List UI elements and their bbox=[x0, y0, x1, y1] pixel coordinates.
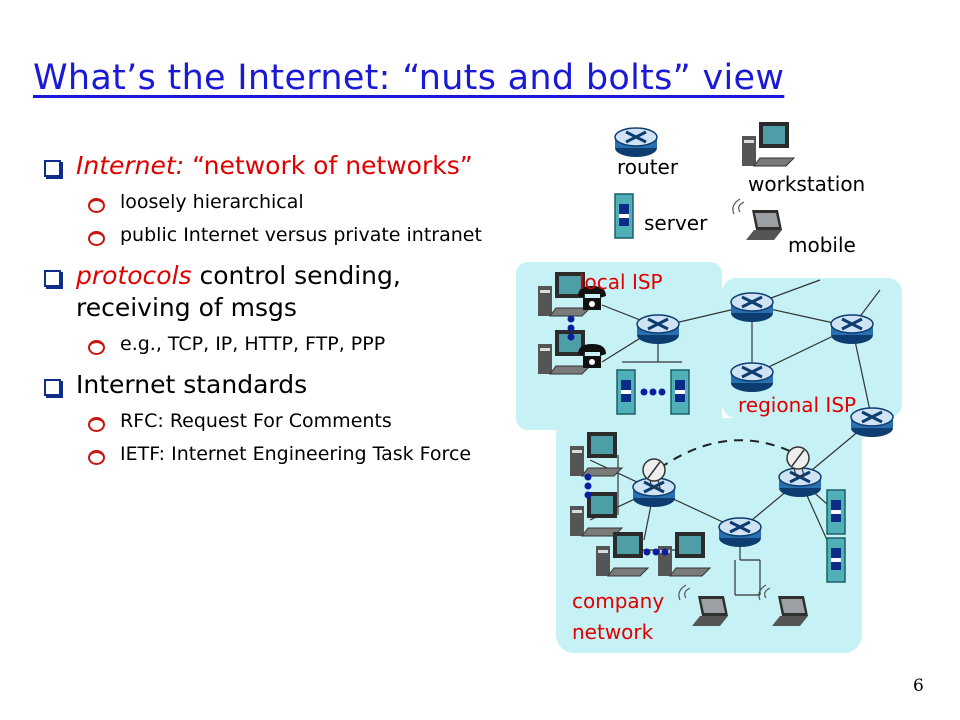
sub-bullet-text: IETF: Internet Engineering Task Force bbox=[120, 443, 472, 465]
server-icon bbox=[826, 537, 846, 583]
bullet-protocols-text: control sending, receiving of msgs bbox=[76, 261, 401, 322]
sub-bullet: loosely hierarchical bbox=[44, 190, 514, 215]
ellipsis-dots bbox=[567, 315, 669, 556]
server-icon bbox=[616, 369, 636, 415]
router-icon bbox=[829, 313, 875, 346]
bullet-list: Internet: “network of networks” loosely … bbox=[44, 150, 514, 475]
server-icon bbox=[826, 489, 846, 535]
satellite-link bbox=[659, 439, 799, 469]
bullet-internet-term: Internet: bbox=[76, 151, 185, 180]
legend-router-label: router bbox=[617, 155, 679, 179]
router-icon bbox=[631, 476, 677, 509]
round-bullet-icon bbox=[88, 198, 105, 213]
checkbox-bullet-icon bbox=[44, 160, 61, 177]
bullet-standards-text: Internet standards bbox=[76, 370, 308, 399]
checkbox-bullet-icon bbox=[44, 270, 61, 287]
router-icon bbox=[717, 516, 763, 549]
checkbox-bullet-icon bbox=[44, 379, 61, 396]
sub-bullet: RFC: Request For Comments bbox=[44, 409, 514, 434]
laptop-icon bbox=[732, 198, 783, 241]
round-bullet-icon bbox=[88, 231, 105, 246]
router-icon bbox=[613, 126, 659, 159]
bullet-standards: Internet standards bbox=[44, 369, 514, 401]
router-icon bbox=[635, 313, 681, 346]
sub-bullet-text: loosely hierarchical bbox=[120, 191, 304, 213]
round-bullet-icon bbox=[88, 340, 105, 355]
router-icon bbox=[849, 406, 895, 439]
round-bullet-icon bbox=[88, 450, 105, 465]
router-icon bbox=[729, 291, 775, 324]
sub-bullet-text: public Internet versus private intranet bbox=[120, 224, 482, 246]
bullet-protocols: protocols control sending, receiving of … bbox=[44, 260, 514, 324]
round-bullet-icon bbox=[88, 417, 105, 432]
sub-bullet: IETF: Internet Engineering Task Force bbox=[44, 442, 514, 467]
legend-mobile-label: mobile bbox=[788, 233, 856, 257]
company-network-bump bbox=[790, 412, 862, 442]
sub-bullet: e.g., TCP, IP, HTTP, FTP, PPP bbox=[44, 332, 514, 357]
bullet-internet: Internet: “network of networks” bbox=[44, 150, 514, 182]
server-icon bbox=[670, 369, 690, 415]
regional-isp-label: regional ISP bbox=[738, 393, 857, 417]
sub-bullet: public Internet versus private intranet bbox=[44, 223, 514, 248]
page-title: What’s the Internet: “nuts and bolts” vi… bbox=[33, 58, 785, 98]
sub-bullet-text: e.g., TCP, IP, HTTP, FTP, PPP bbox=[120, 333, 386, 355]
legend-workstation-label: workstation bbox=[748, 172, 866, 196]
legend-server-label: server bbox=[644, 211, 708, 235]
bullet-internet-text: “network of networks” bbox=[192, 151, 473, 180]
company-network-label-line1: company bbox=[572, 589, 665, 613]
router-icon bbox=[729, 361, 775, 394]
router-icon bbox=[777, 466, 823, 499]
workstation-icon bbox=[741, 121, 795, 167]
local-isp-label: local ISP bbox=[579, 270, 663, 294]
company-network-label-line2: network bbox=[572, 620, 654, 644]
server-icon bbox=[614, 193, 634, 239]
bullet-protocols-term: protocols bbox=[76, 261, 192, 290]
sub-bullet-text: RFC: Request For Comments bbox=[120, 410, 392, 432]
page-number: 6 bbox=[913, 676, 924, 696]
